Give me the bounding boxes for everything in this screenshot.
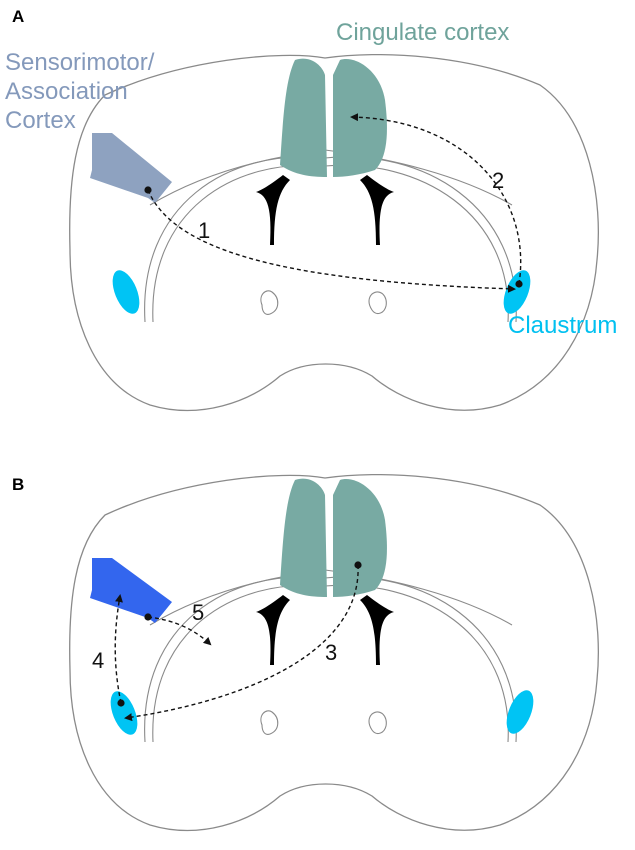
panel-a: A 1 2 Sensorimotor/ Association Cortex C…: [5, 7, 617, 412]
claustrum-left: [112, 270, 140, 314]
claustrum-label: Claustrum: [508, 312, 617, 339]
sensorimotor-label-1: Sensorimotor/: [5, 49, 155, 76]
pathway-3-label: 3: [325, 640, 337, 665]
sensorimotor-cortex-region: [90, 133, 172, 203]
pathway-2-label: 2: [492, 168, 504, 193]
pathway-1-label: 1: [198, 218, 210, 243]
pathway-5-arrow: [144, 613, 212, 646]
pathway-5-label: 5: [192, 600, 204, 625]
panel-b-label: B: [12, 475, 24, 494]
cingulate-label: Cingulate cortex: [336, 19, 509, 46]
panel-b: B 3 4 5: [12, 473, 600, 832]
claustrum-right: [506, 690, 534, 734]
pathway-4-label: 4: [92, 648, 104, 673]
panel-a-label: A: [12, 7, 24, 26]
pathway-2-arrow: [350, 113, 523, 288]
sensorimotor-label-3: Cortex: [5, 107, 76, 134]
cingulate-cortex-left: [280, 58, 327, 177]
sensorimotor-label-2: Association: [5, 78, 128, 105]
pathway-3-arrow: [124, 561, 362, 722]
pathway-4-arrow: [114, 594, 125, 707]
